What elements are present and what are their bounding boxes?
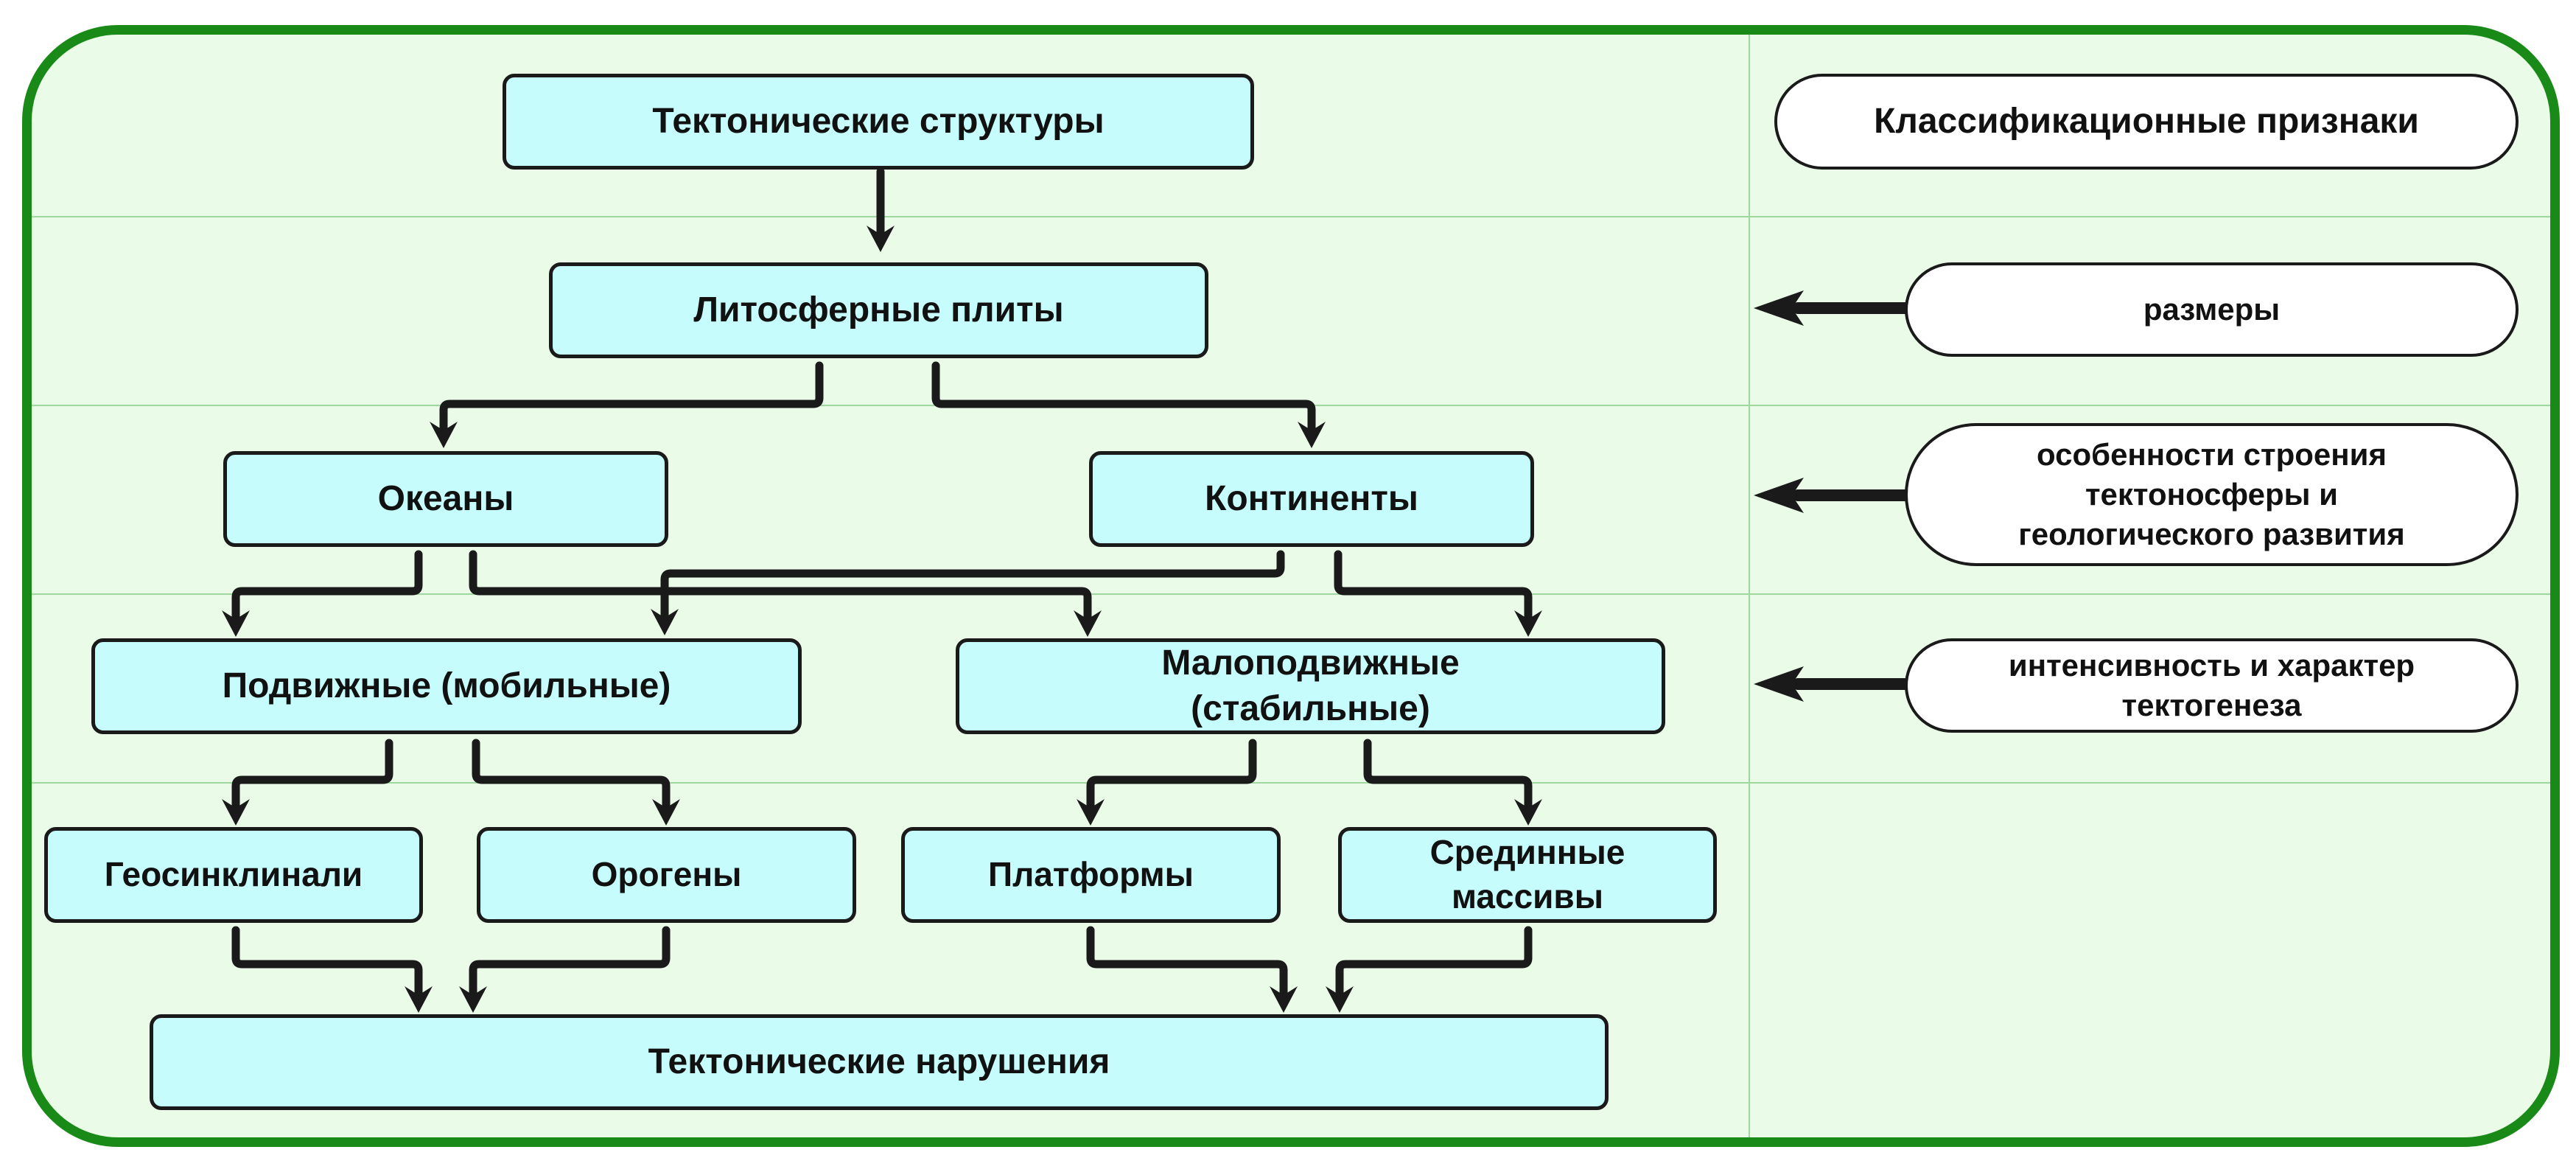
box-mobile: Подвижные (мобильные) xyxy=(91,638,802,734)
arrowhead xyxy=(652,799,680,826)
connector-median-to-disturbances xyxy=(1335,926,1533,1000)
box-label: Платформы xyxy=(988,855,1194,894)
criteria-label-line1: интенсивность и характер xyxy=(2008,648,2415,683)
connector-continents-to-stable xyxy=(1334,550,1533,624)
arrowhead xyxy=(1514,799,1542,826)
criteria-header-pill: Классификационные признаки xyxy=(1774,74,2519,170)
box-geosynclines: Геосинклинали xyxy=(44,827,423,923)
connector-mobile-to-geosynclines xyxy=(231,739,393,812)
box-label: Орогены xyxy=(591,855,742,894)
left-arrow-icon xyxy=(1754,666,1804,702)
connector-continents-to-mobile xyxy=(660,550,1285,622)
connector-platforms-to-disturbances xyxy=(1086,926,1288,1000)
arrowhead xyxy=(1074,610,1102,637)
criteria-pill-size: размеры xyxy=(1905,262,2519,357)
criteria-label: размеры xyxy=(2143,292,2281,327)
connector-stable-to-median xyxy=(1363,739,1533,812)
arrowhead xyxy=(651,609,679,635)
diagram-frame xyxy=(22,25,2560,1147)
connector-geosynclines-to-disturbances xyxy=(231,926,423,1000)
box-continents: Континенты xyxy=(1089,451,1534,547)
arrowhead xyxy=(867,226,895,252)
arrowhead xyxy=(1514,610,1542,637)
connector-plates-to-oceans xyxy=(439,361,824,435)
connector-oceans-to-stable xyxy=(469,550,1092,624)
criteria-pill-structure: особенности строения тектоносферы и геол… xyxy=(1905,423,2519,566)
box-platforms: Платформы xyxy=(901,827,1281,923)
row-divider xyxy=(32,593,2550,595)
connector-orogens-to-disturbances xyxy=(469,926,671,1000)
arrowhead xyxy=(222,610,250,637)
arrowhead xyxy=(1326,986,1354,1013)
box-label-line2: (стабильные) xyxy=(1191,689,1430,728)
box-label: Океаны xyxy=(377,478,514,518)
box-median-massifs: Срединные массивы xyxy=(1338,827,1717,923)
arrowhead xyxy=(222,799,250,826)
box-stable: Малоподвижные (стабильные) xyxy=(956,638,1665,734)
arrowhead xyxy=(1077,799,1105,826)
arrowhead xyxy=(430,422,458,448)
connector-oceans-to-mobile xyxy=(231,550,423,624)
column-divider xyxy=(1749,35,1750,1137)
box-lithospheric-plates: Литосферные плиты xyxy=(549,262,1208,358)
arrowhead xyxy=(1270,986,1298,1013)
box-label: Подвижные (мобильные) xyxy=(222,666,671,705)
box-tectonic-disturbances: Тектонические нарушения xyxy=(150,1014,1609,1110)
criteria-pill-intensity: интенсивность и характер тектогенеза xyxy=(1905,638,2519,733)
criteria-label-line1: особенности строения xyxy=(2037,437,2387,472)
connector-mobile-to-orogens xyxy=(472,739,671,812)
criteria-label-line3: геологического развития xyxy=(2018,516,2405,551)
box-label: Литосферные плиты xyxy=(693,290,1064,329)
box-label-line1: Срединные xyxy=(1429,833,1625,872)
box-label: Тектонические структуры xyxy=(652,101,1105,141)
criteria-label-line2: тектоносферы и xyxy=(2085,477,2338,512)
left-arrow-icon xyxy=(1754,478,1804,513)
connector-stable-to-platforms xyxy=(1086,739,1257,812)
arrowhead xyxy=(405,986,433,1013)
row-divider xyxy=(32,216,2550,217)
arrowhead xyxy=(1298,422,1326,448)
left-arrow-icon xyxy=(1754,290,1804,326)
arrowhead xyxy=(459,986,487,1013)
box-oceans: Океаны xyxy=(223,451,668,547)
box-label: Геосинклинали xyxy=(104,855,363,894)
criteria-label-line2: тектогенеза xyxy=(2121,688,2302,722)
row-divider xyxy=(32,782,2550,784)
box-label: Тектонические нарушения xyxy=(648,1042,1110,1081)
box-label-line2: массивы xyxy=(1451,877,1603,915)
box-label-line1: Малоподвижные xyxy=(1161,643,1460,683)
box-tectonic-structures: Тектонические структуры xyxy=(503,74,1254,170)
connector-plates-to-continents xyxy=(931,361,1316,435)
box-orogens: Орогены xyxy=(477,827,856,923)
criteria-header: Классификационные признаки xyxy=(1874,102,2419,142)
box-label: Континенты xyxy=(1205,478,1418,518)
